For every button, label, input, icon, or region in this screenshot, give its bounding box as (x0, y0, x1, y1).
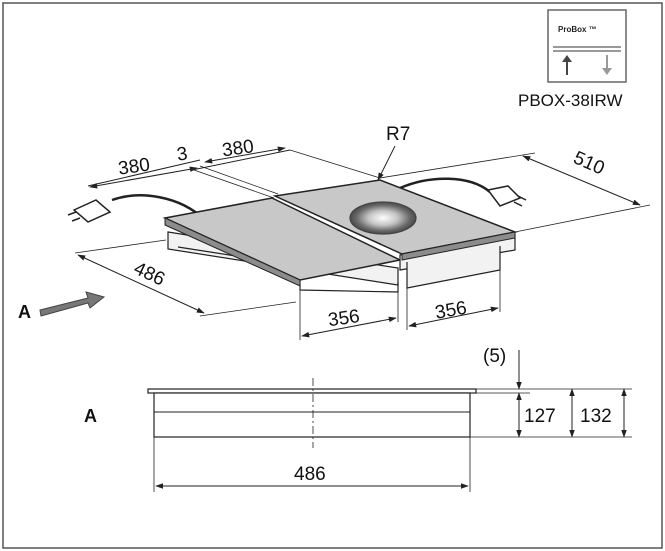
arrow-up-icon (562, 55, 572, 75)
side-view-label: A (84, 406, 97, 426)
dim-height-total: 132 (580, 406, 612, 427)
dim-cutout-left-label: 356 (327, 306, 361, 331)
dim-offset-label: (5) (483, 346, 506, 367)
probox-logo-text: ProBox ™ (558, 25, 597, 34)
dim-radius: R7 (386, 124, 410, 145)
plug-icon (67, 199, 112, 223)
probox-logo: ProBox ™ (547, 9, 627, 83)
hob-perspective-view (67, 177, 527, 293)
arrow-down-icon (602, 55, 612, 75)
dim-width-right: 380 (221, 136, 255, 161)
wok-burner (349, 201, 417, 235)
dim-total-depth (379, 152, 651, 233)
view-arrow-icon (39, 291, 106, 317)
dim-side-width: 486 (294, 464, 326, 485)
model-label: PBOX-38IRW (518, 91, 623, 110)
dim-cutout-left (299, 290, 399, 340)
dim-cutout-right (406, 270, 501, 330)
dim-gap: 3 (176, 143, 189, 165)
radius-leader (377, 145, 396, 181)
dim-depth (74, 239, 297, 317)
plug-icon (486, 185, 527, 207)
view-marker-label: A (18, 302, 31, 322)
side-view: A (5) 127 132 486 (84, 346, 632, 492)
power-cable-right (399, 177, 491, 193)
dim-width-left: 380 (117, 154, 151, 179)
dim-width-top (87, 146, 381, 199)
dim-height-inner: 127 (524, 406, 556, 427)
